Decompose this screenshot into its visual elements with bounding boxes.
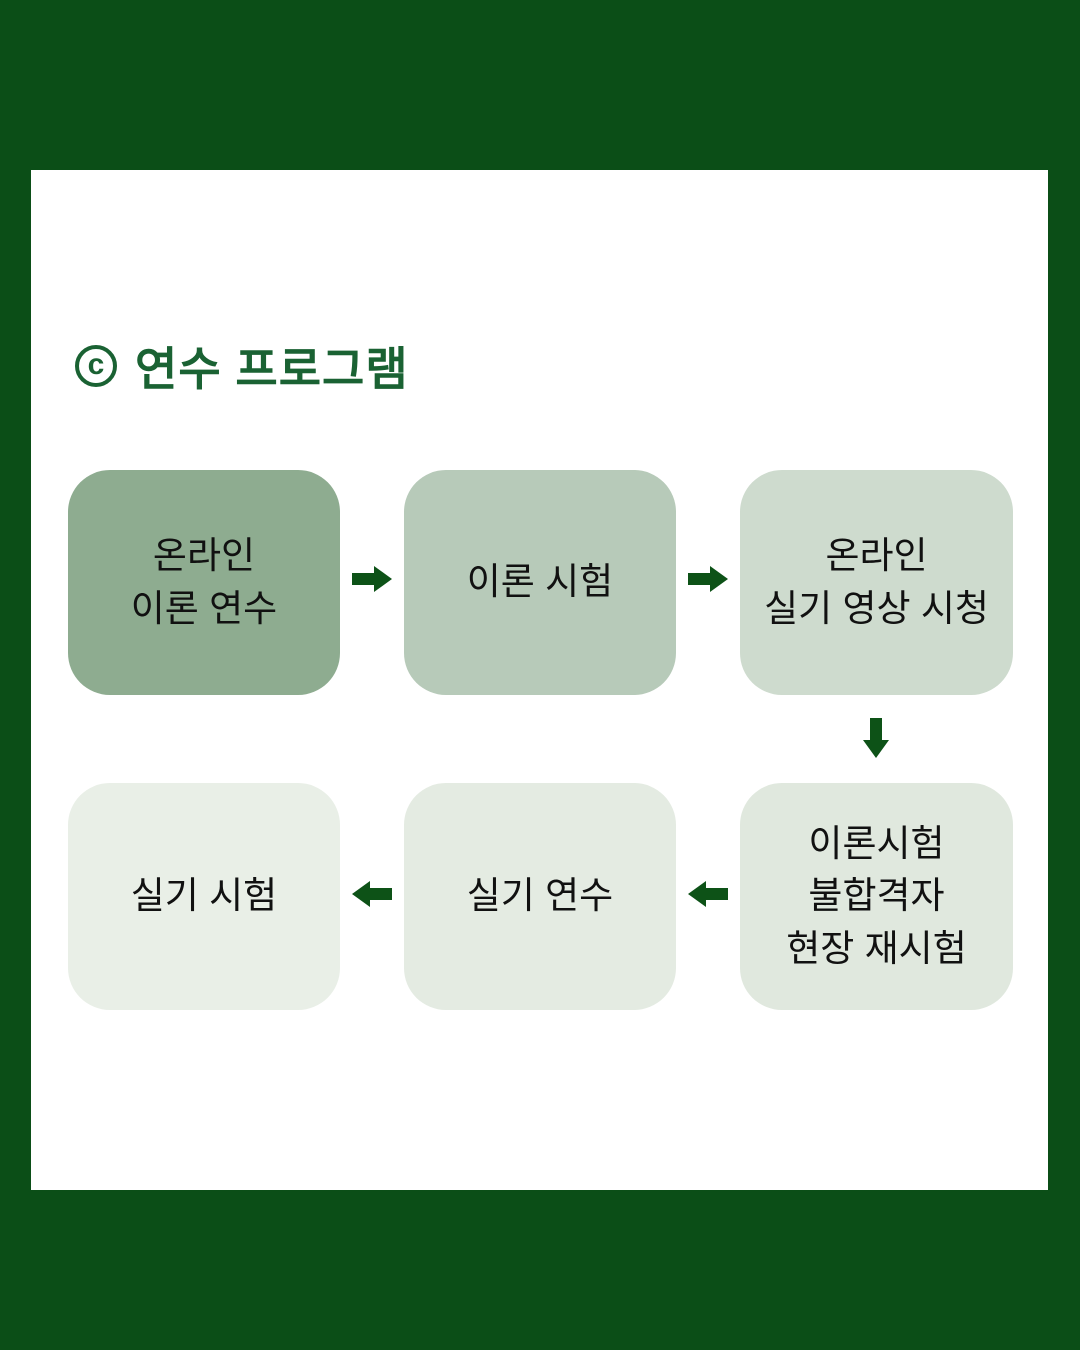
copyright-icon: c — [75, 345, 117, 387]
flow-box-practical-training: 실기 연수 — [404, 783, 676, 1010]
arrow-left-icon — [688, 881, 728, 907]
flow-box-practical-exam: 실기 시험 — [68, 783, 340, 1010]
flow-box-theory-retest: 이론시험 불합격자 현장 재시험 — [740, 783, 1013, 1010]
arrow-right-icon — [352, 566, 392, 592]
flow-box-online-practical-video: 온라인 실기 영상 시청 — [740, 470, 1013, 695]
page-title: 연수 프로그램 — [135, 343, 409, 395]
flow-box-online-theory-training: 온라인 이론 연수 — [68, 470, 340, 695]
title-row: c 연수 프로그램 — [75, 333, 409, 399]
content-panel: c 연수 프로그램 온라인 이론 연수 이론 시험 온라인 실기 영상 시청 이… — [31, 170, 1048, 1190]
flow-box-theory-exam: 이론 시험 — [404, 470, 676, 695]
arrow-right-icon — [688, 566, 728, 592]
arrow-left-icon — [352, 881, 392, 907]
arrow-down-icon — [863, 718, 889, 758]
